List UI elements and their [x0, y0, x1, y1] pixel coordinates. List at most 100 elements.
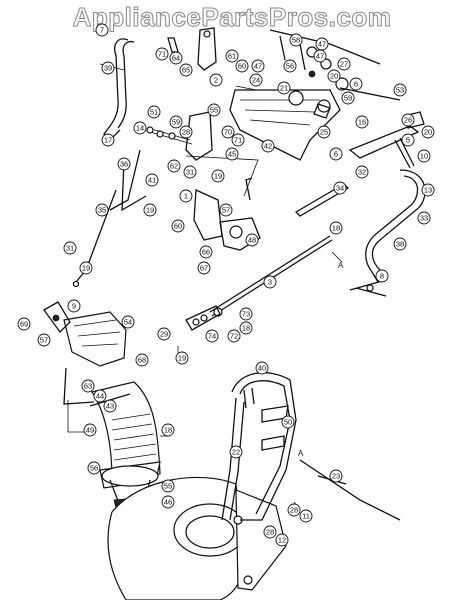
callout-41: 41	[145, 173, 159, 187]
callout-53: 53	[393, 83, 407, 97]
svg-text:24: 24	[252, 76, 260, 85]
callout-24: 24	[249, 73, 263, 87]
callout-59b: 59	[169, 115, 183, 129]
svg-text:51: 51	[150, 108, 158, 117]
svg-text:35: 35	[98, 206, 106, 215]
svg-text:19: 19	[178, 354, 186, 363]
svg-text:28: 28	[266, 528, 274, 537]
crank-rod	[185, 183, 350, 331]
callout-63: 63	[81, 379, 95, 393]
callout-17: 17	[101, 133, 115, 147]
callout-49: 49	[83, 423, 97, 437]
chute-deflector	[43, 301, 127, 367]
svg-text:48: 48	[248, 236, 256, 245]
svg-text:63: 63	[84, 382, 92, 391]
svg-text:46: 46	[164, 498, 172, 507]
svg-text:38: 38	[396, 240, 404, 249]
svg-text:20: 20	[424, 128, 432, 137]
callout-42: 42	[261, 139, 275, 153]
svg-text:59: 59	[172, 118, 180, 127]
callout-29: 29	[157, 327, 171, 341]
callout-56b: 56	[87, 461, 101, 475]
callout-48: 48	[245, 233, 259, 247]
svg-text:31: 31	[186, 168, 194, 177]
callout-66: 66	[199, 245, 213, 259]
callout-14: 14	[133, 121, 147, 135]
svg-text:8: 8	[380, 272, 384, 281]
svg-text:42: 42	[264, 142, 272, 151]
svg-text:60: 60	[174, 222, 182, 231]
svg-text:33: 33	[420, 214, 428, 223]
callout-40: 40	[255, 361, 269, 375]
callout-19b: 19	[143, 203, 157, 217]
svg-text:59: 59	[344, 94, 352, 103]
callout-3: 3	[263, 275, 277, 289]
svg-text:14: 14	[136, 124, 144, 133]
svg-text:39: 39	[104, 64, 112, 73]
svg-text:5: 5	[406, 136, 410, 145]
svg-text:2: 2	[214, 76, 218, 85]
auger-housing	[107, 476, 287, 600]
callout-46: 46	[161, 495, 175, 509]
callout-13: 13	[421, 183, 435, 197]
svg-text:34: 34	[336, 184, 344, 193]
callout-59: 59	[341, 91, 355, 105]
callout-68: 68	[135, 353, 149, 367]
callout-54: 54	[121, 315, 135, 329]
callout-9: 9	[67, 299, 81, 313]
svg-text:28: 28	[290, 506, 298, 515]
watermark: AppliancePartsPros.com	[72, 2, 392, 33]
callout-20b: 20	[421, 125, 435, 139]
svg-text:25: 25	[320, 128, 328, 137]
svg-text:18: 18	[332, 224, 340, 233]
svg-text:69: 69	[20, 320, 28, 329]
svg-text:19: 19	[82, 264, 90, 273]
svg-text:70: 70	[224, 128, 232, 137]
callout-12: 12	[275, 533, 289, 547]
callout-60: 60	[235, 59, 249, 73]
left-handle	[103, 38, 135, 139]
svg-text:3: 3	[268, 278, 272, 287]
callout-45: 45	[225, 147, 239, 161]
svg-text:71: 71	[234, 136, 242, 145]
svg-text:41: 41	[148, 176, 156, 185]
callout-47b: 47	[315, 37, 329, 51]
svg-text:10: 10	[420, 152, 428, 161]
svg-text:55: 55	[210, 106, 218, 115]
callout-57b: 57	[37, 333, 51, 347]
svg-text:20: 20	[330, 72, 338, 81]
svg-text:68: 68	[138, 356, 146, 365]
callout-2: 2	[209, 73, 223, 87]
callout-47: 47	[251, 59, 265, 73]
svg-text:6: 6	[354, 80, 358, 89]
svg-text:55: 55	[164, 482, 172, 491]
svg-text:1: 1	[184, 192, 188, 201]
callout-35: 35	[95, 203, 109, 217]
callout-65: 65	[179, 63, 193, 77]
callout-20: 20	[327, 69, 341, 83]
svg-text:13: 13	[424, 186, 432, 195]
svg-text:11: 11	[302, 512, 310, 521]
svg-text:31: 31	[66, 244, 74, 253]
svg-text:53: 53	[396, 86, 404, 95]
svg-text:28: 28	[182, 128, 190, 137]
svg-text:72: 72	[230, 332, 238, 341]
svg-text:21: 21	[280, 84, 288, 93]
callout-32: 32	[355, 165, 369, 179]
svg-text:64: 64	[172, 54, 180, 63]
svg-text:22: 22	[232, 448, 240, 457]
callout-21: 21	[277, 81, 291, 95]
svg-text:71: 71	[158, 50, 166, 59]
reference-letter-a-upper: A	[338, 261, 344, 270]
svg-text:47: 47	[316, 52, 324, 61]
svg-text:6: 6	[334, 150, 338, 159]
svg-text:58: 58	[292, 36, 300, 45]
svg-text:60: 60	[238, 62, 246, 71]
svg-text:43: 43	[106, 402, 114, 411]
callout-31b: 31	[63, 241, 77, 255]
callout-28c: 28	[263, 525, 277, 539]
callout-18: 18	[329, 221, 343, 235]
svg-text:74: 74	[208, 332, 216, 341]
callout-18c: 18	[161, 423, 175, 437]
svg-text:50: 50	[284, 418, 292, 427]
